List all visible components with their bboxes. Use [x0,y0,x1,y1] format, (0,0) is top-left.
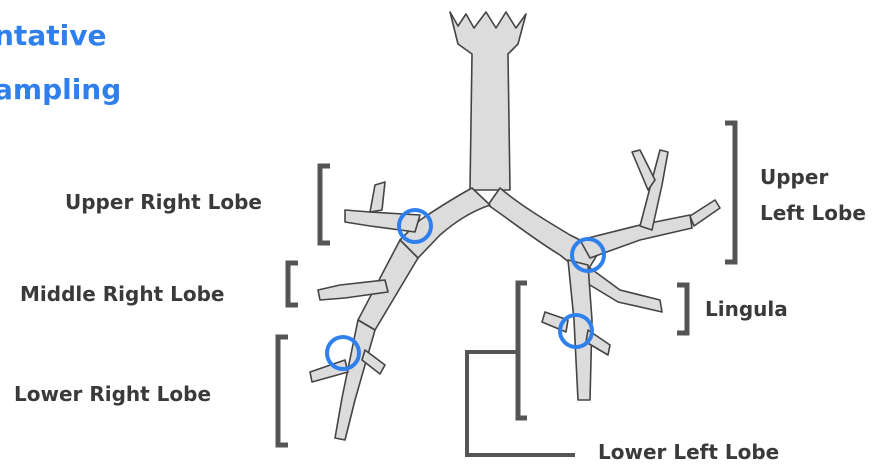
bracket-lower-right [278,337,288,445]
label-upper-left-lobe-line1: Upper [760,165,828,189]
label-lower-left-lobe: Lower Left Lobe [598,440,779,464]
bracket-upper-left [725,123,735,262]
upper-left-bronchus [580,215,692,258]
upper-right-branch-top [370,182,385,212]
lower-right-branch-right [362,350,385,374]
label-upper-right-lobe: Upper Right Lobe [65,190,262,214]
upper-left-branch-side [690,200,720,226]
lingula-bronchus [585,268,662,312]
bracket-middle-right [288,263,298,305]
bracket-upper-right [320,166,330,243]
bracket-lingula [677,285,687,333]
upper-left-branch-top [632,150,655,190]
label-middle-right-lobe: Middle Right Lobe [20,282,224,306]
label-upper-left-lobe-line2: Left Lobe [760,201,866,225]
label-lingula: Lingula [705,297,788,321]
larynx-shape [450,12,526,190]
bracket-lower-left-inner [518,283,527,418]
lower-left-connector [467,352,575,455]
label-lower-right-lobe: Lower Right Lobe [14,382,211,406]
left-main-bronchus [488,188,600,275]
